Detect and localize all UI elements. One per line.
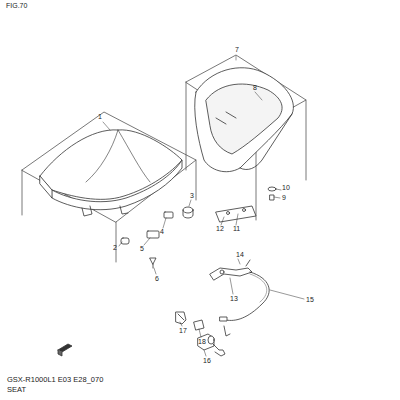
drawing-code: GSX-R1000L1 E03 E28_070 bbox=[7, 376, 103, 384]
front-seat-group bbox=[22, 112, 196, 268]
figure-number: FIG.70 bbox=[6, 2, 27, 10]
callout-number: 1 bbox=[98, 113, 102, 121]
callout-number: 11 bbox=[233, 225, 240, 233]
direction-arrow bbox=[58, 344, 72, 356]
callout-number: 14 bbox=[236, 251, 244, 259]
seat-lock-group bbox=[176, 260, 269, 356]
callout-number: 8 bbox=[253, 84, 257, 92]
callout-number: 3 bbox=[190, 192, 194, 200]
callout-number: 9 bbox=[282, 194, 286, 202]
callout-number: 4 bbox=[160, 228, 164, 236]
callout-number: 5 bbox=[140, 245, 144, 253]
callout-number: 2 bbox=[113, 244, 117, 252]
callout-number: 10 bbox=[282, 184, 290, 192]
callout-number: 16 bbox=[203, 357, 211, 365]
drawing-title: SEAT bbox=[7, 386, 26, 394]
rear-seat-group bbox=[186, 55, 306, 222]
callout-number: 6 bbox=[155, 275, 159, 283]
callout-number: 12 bbox=[216, 225, 224, 233]
callout-number: 17 bbox=[179, 327, 187, 335]
callout-number: 18 bbox=[198, 338, 206, 346]
leader-lines bbox=[103, 56, 304, 356]
callout-number: 15 bbox=[306, 296, 314, 304]
callout-number: 13 bbox=[230, 295, 238, 303]
callout-number: 7 bbox=[235, 46, 239, 54]
